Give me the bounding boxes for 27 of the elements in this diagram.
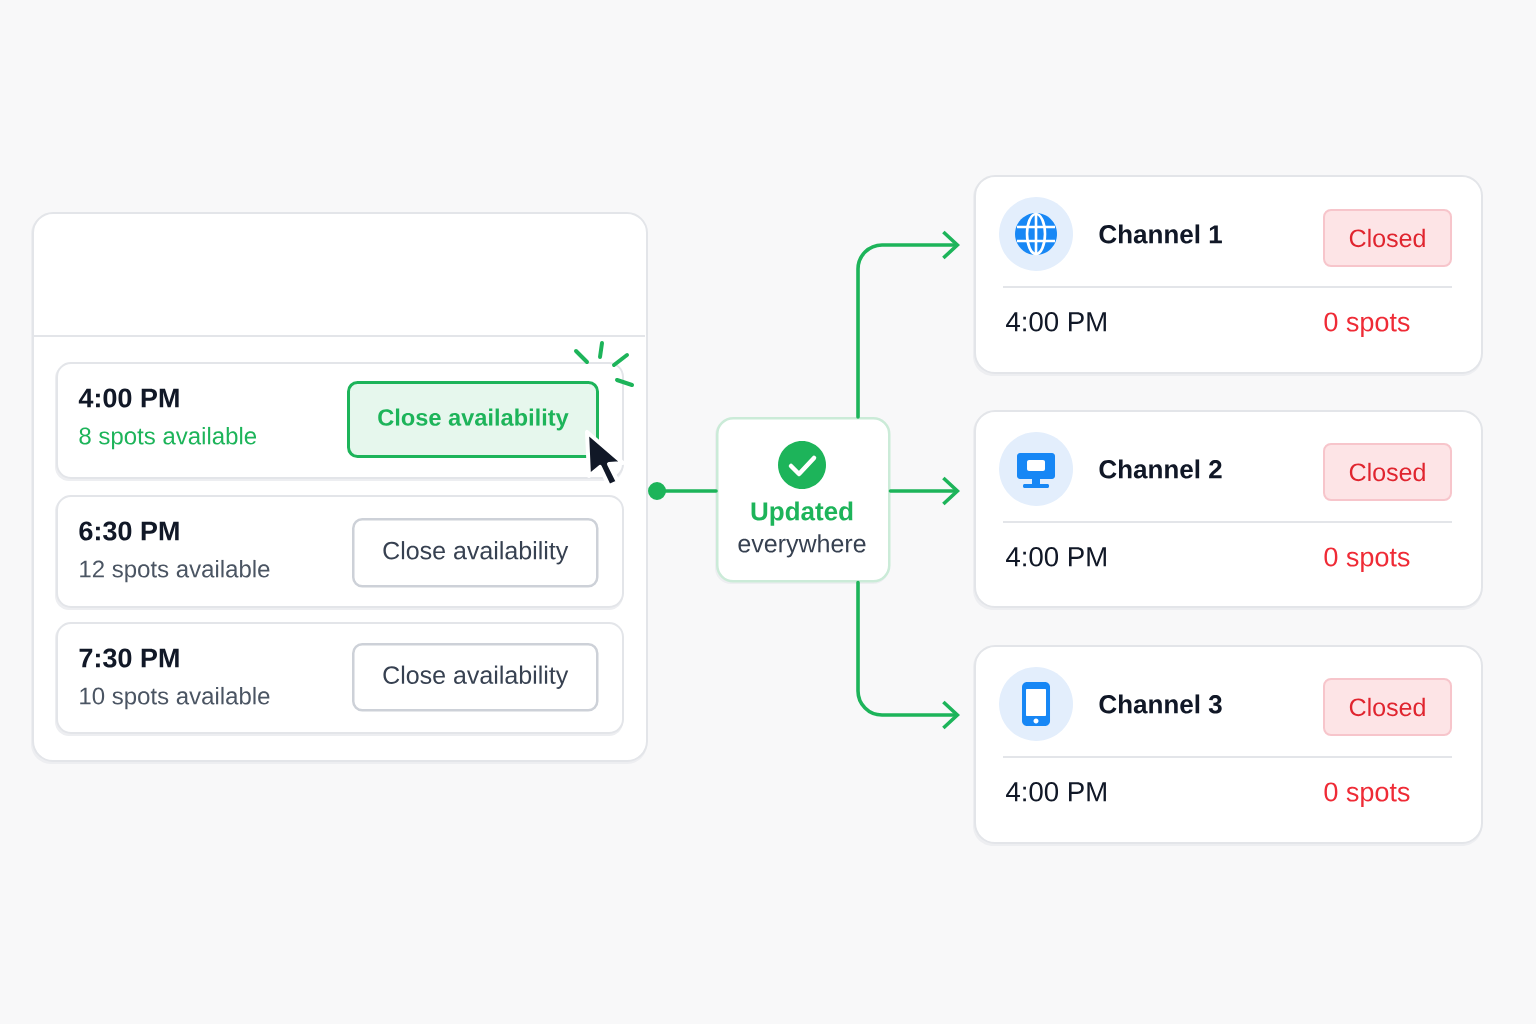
time-text: 4:00 PM [1006,782,1106,802]
spots-text: 10 spots available [80,686,270,710]
connector-line [648,482,718,500]
time-text: 7:30 PM [79,648,179,668]
button: Close availability [352,518,599,588]
status-badge: Closed [1323,209,1452,267]
status-heading: Updated [751,501,853,526]
time-text: 4:00 PM [1006,312,1106,332]
arrow [856,580,960,730]
spots-text: 0 spots [1324,312,1410,337]
spots-text: 0 spots [1324,547,1410,572]
status-badge: Closed [1323,678,1452,736]
channel-name: Channel 2 [1099,459,1222,479]
channel-name: Channel 1 [1099,224,1222,244]
arrow [856,230,960,419]
button: Close availability [347,381,599,458]
status-text: everywhere [738,534,866,558]
time-text: 4:00 PM [78,388,179,408]
spots-text: 12 spots available [80,559,270,583]
arrow [888,476,960,506]
status-badge: Closed [1323,443,1452,501]
time-text: 6:30 PM [79,521,179,541]
time-text: 4:00 PM [1006,547,1106,567]
button: Close availability [352,643,599,712]
spots-text: 8 spots available [79,426,257,450]
spots-text: 0 spots [1324,782,1410,807]
channel-name: Channel 3 [1099,694,1222,714]
